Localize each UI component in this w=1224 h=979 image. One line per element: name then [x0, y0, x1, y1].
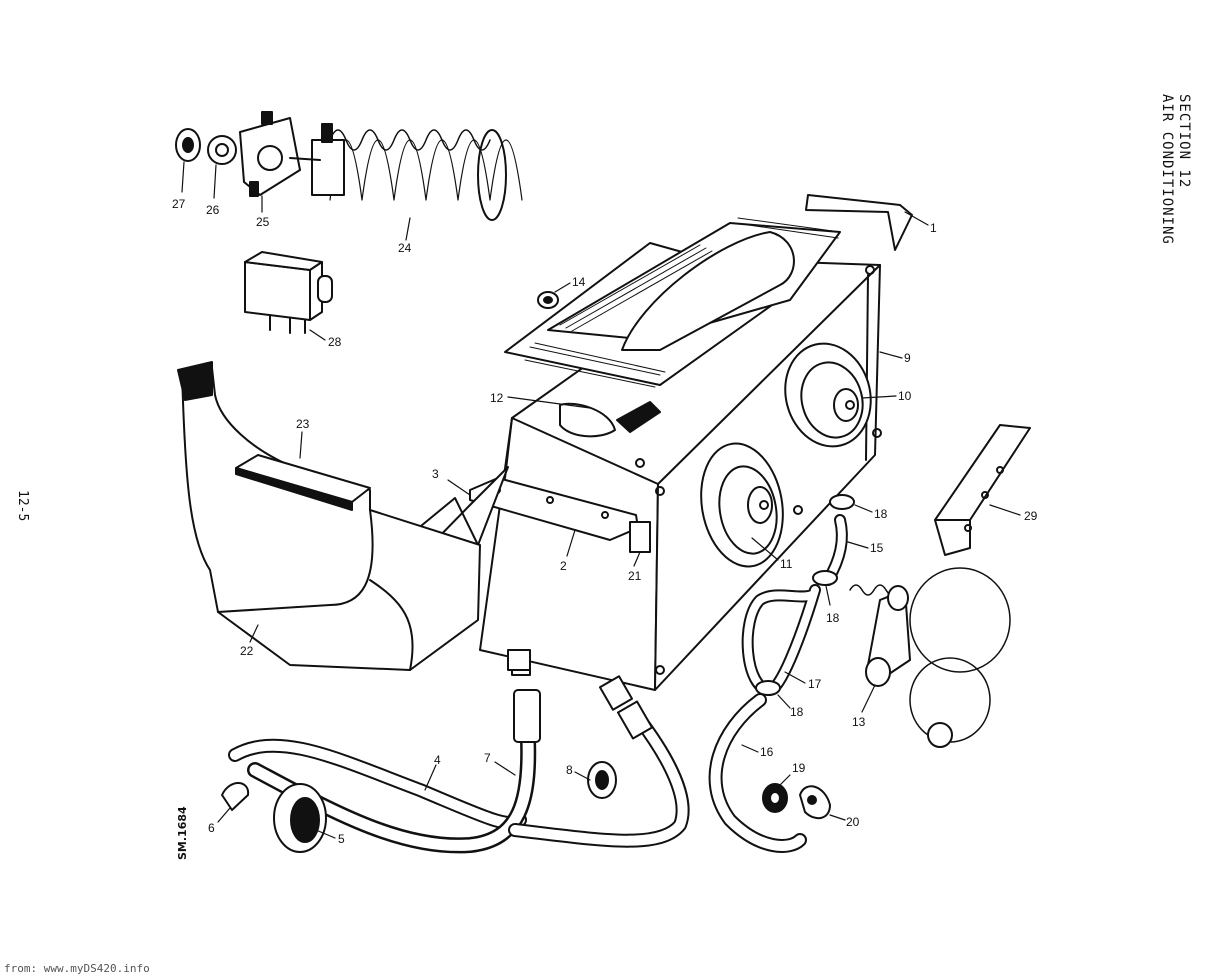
page-number: 12-5	[15, 490, 30, 522]
callouts: 1 2 3 4 5 6 7 8 9 10 11 12 13 14 15 16 1…	[172, 161, 1038, 846]
callout-3: 3	[432, 467, 471, 496]
grommet-19	[762, 783, 788, 813]
blower-motor-10	[784, 342, 872, 448]
callout-16: 16	[741, 744, 774, 759]
callout-27: 27	[172, 161, 186, 211]
callout-10: 10	[861, 389, 912, 403]
bracket-1	[805, 194, 913, 251]
svg-text:15: 15	[870, 541, 884, 555]
nut-14	[537, 291, 559, 309]
callout-18-c: 18	[777, 694, 804, 719]
svg-text:26: 26	[206, 203, 220, 217]
section-title: SECTION 12 AIR CONDITIONING	[1158, 94, 1192, 269]
svg-text:18: 18	[874, 507, 888, 521]
svg-text:13: 13	[852, 715, 866, 729]
trim-strip-29	[934, 424, 1031, 556]
svg-text:9: 9	[904, 351, 911, 365]
callout-7: 7	[484, 751, 516, 776]
svg-text:16: 16	[760, 745, 774, 759]
callout-9: 9	[879, 351, 911, 365]
callout-29: 29	[989, 504, 1038, 523]
section-number: SECTION 12	[1176, 94, 1192, 189]
svg-text:23: 23	[296, 417, 310, 431]
svg-text:3: 3	[432, 467, 439, 481]
callout-23: 23	[296, 417, 310, 459]
grommet-8	[587, 761, 617, 799]
svg-text:6: 6	[208, 821, 215, 835]
svg-text:29: 29	[1024, 509, 1038, 523]
drain-tube-17	[741, 584, 821, 696]
callout-26: 26	[206, 164, 220, 217]
section-subject: AIR CONDITIONING	[1159, 94, 1175, 245]
svg-text:20: 20	[846, 815, 860, 829]
callout-12: 12	[490, 391, 591, 409]
svg-text:2: 2	[560, 559, 567, 573]
callout-4: 4	[424, 753, 441, 791]
evaporator-coil	[504, 217, 841, 438]
knob-27	[175, 128, 201, 162]
expansion-valve-13	[849, 567, 1011, 748]
callout-24: 24	[398, 217, 412, 255]
callout-22: 22	[240, 624, 259, 658]
svg-text:5: 5	[338, 832, 345, 846]
svg-text:10: 10	[898, 389, 912, 403]
grommet-5	[273, 783, 327, 853]
callout-8: 8	[566, 763, 591, 781]
relay-28	[244, 251, 333, 334]
callout-6: 6	[208, 807, 231, 835]
flap-23	[235, 454, 371, 511]
thermostat-capillary-24	[311, 123, 523, 221]
clip-6	[221, 782, 250, 811]
svg-text:17: 17	[808, 677, 822, 691]
duct-22	[177, 361, 481, 671]
callout-18-b: 18	[825, 585, 840, 625]
svg-text:28: 28	[328, 335, 342, 349]
svg-text:7: 7	[484, 751, 491, 765]
svg-text:24: 24	[398, 241, 412, 255]
callout-20: 20	[829, 814, 860, 829]
svg-text:1: 1	[930, 221, 937, 235]
blower-motor-11	[700, 442, 784, 568]
thermostat-25	[239, 111, 321, 197]
svg-text:14: 14	[572, 275, 586, 289]
callout-13: 13	[852, 684, 876, 729]
svg-text:25: 25	[256, 215, 270, 229]
svg-text:18: 18	[826, 611, 840, 625]
svg-text:19: 19	[792, 761, 806, 775]
callout-2: 2	[560, 529, 576, 573]
svg-text:22: 22	[240, 644, 254, 658]
drain-tube-16	[708, 693, 807, 853]
callout-28: 28	[309, 329, 342, 349]
knob-insert-26	[207, 135, 237, 165]
callout-21: 21	[628, 551, 642, 583]
callout-17: 17	[784, 671, 822, 691]
hose-4	[228, 738, 527, 831]
svg-text:4: 4	[434, 753, 441, 767]
clip-20	[799, 785, 831, 820]
callout-19: 19	[779, 761, 806, 786]
callout-15: 15	[847, 541, 884, 555]
callout-14: 14	[554, 275, 586, 293]
union-fittings	[507, 649, 531, 671]
svg-text:18: 18	[790, 705, 804, 719]
hose-return	[508, 675, 690, 848]
callout-1: 1	[904, 211, 937, 235]
svg-text:12: 12	[490, 391, 504, 405]
hose-clip-18	[755, 494, 855, 696]
callout-5: 5	[315, 829, 345, 846]
callout-18-a: 18	[854, 504, 888, 521]
svg-text:8: 8	[566, 763, 573, 777]
svg-text:11: 11	[780, 557, 793, 571]
svg-text:27: 27	[172, 197, 186, 211]
svg-text:21: 21	[628, 569, 642, 583]
callout-11: 11	[751, 537, 793, 571]
source-credit: from: www.myDS420.info	[4, 962, 150, 975]
callout-25: 25	[256, 195, 270, 229]
